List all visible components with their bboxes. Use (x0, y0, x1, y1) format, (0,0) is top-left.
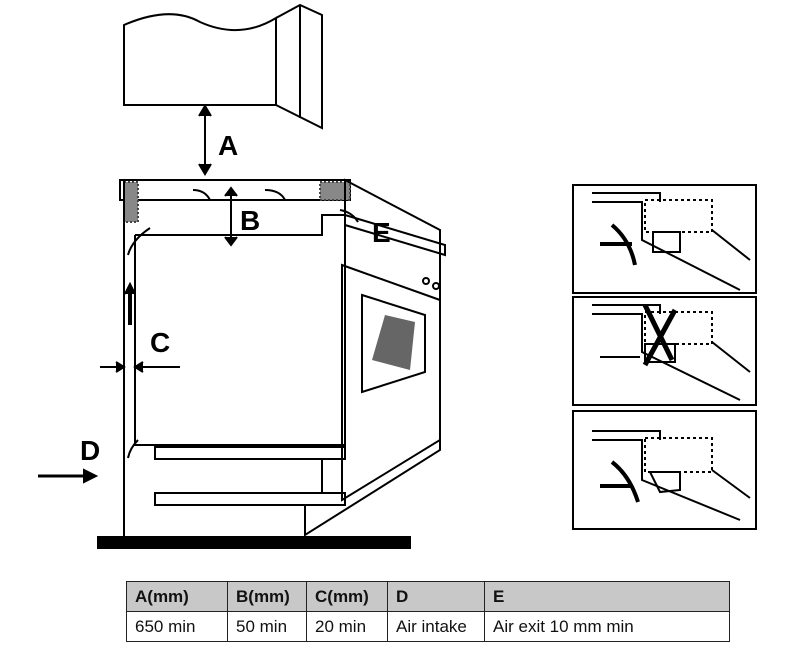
oven-door (341, 263, 441, 502)
oven-window (361, 293, 426, 394)
label-b: B (240, 205, 260, 236)
label-e: E (372, 217, 391, 248)
wall-cabinet (123, 13, 277, 106)
value-d: Air intake (387, 611, 485, 642)
detail-correct-1 (572, 184, 757, 294)
table-row: 650 min 50 min 20 min Air intake Air exi… (126, 611, 730, 642)
installation-diagram: A B E C D (38, 3, 757, 549)
label-a: A (218, 130, 238, 161)
value-b: 50 min (227, 611, 307, 642)
cooker-body (134, 178, 441, 537)
label-c: C (150, 327, 170, 358)
value-e: Air exit 10 mm min (484, 611, 730, 642)
dimension-c-arrow (100, 361, 180, 373)
header-b: B(mm) (227, 581, 307, 612)
table-header-row: A(mm) B(mm) C(mm) D E (126, 581, 730, 612)
clearance-table: A(mm) B(mm) C(mm) D E 650 min 50 min 20 … (126, 581, 730, 642)
header-e: E (484, 581, 730, 612)
header-a: A(mm) (126, 581, 228, 612)
detail-incorrect (572, 296, 757, 406)
air-intake-arrow (38, 468, 99, 484)
drawer-bottom (154, 492, 346, 506)
header-c: C(mm) (306, 581, 388, 612)
dimension-a-arrow (198, 104, 212, 176)
cabinet-door (275, 3, 323, 130)
dimension-b-arrow (224, 186, 238, 247)
detail-correct-2 (572, 410, 757, 530)
header-d: D (387, 581, 485, 612)
value-a: 650 min (126, 611, 228, 642)
drawer-top (154, 446, 346, 460)
airflow-arrow (127, 189, 359, 459)
label-d: D (80, 435, 100, 466)
value-c: 20 min (306, 611, 388, 642)
floor (97, 536, 411, 549)
worktop (119, 179, 351, 201)
